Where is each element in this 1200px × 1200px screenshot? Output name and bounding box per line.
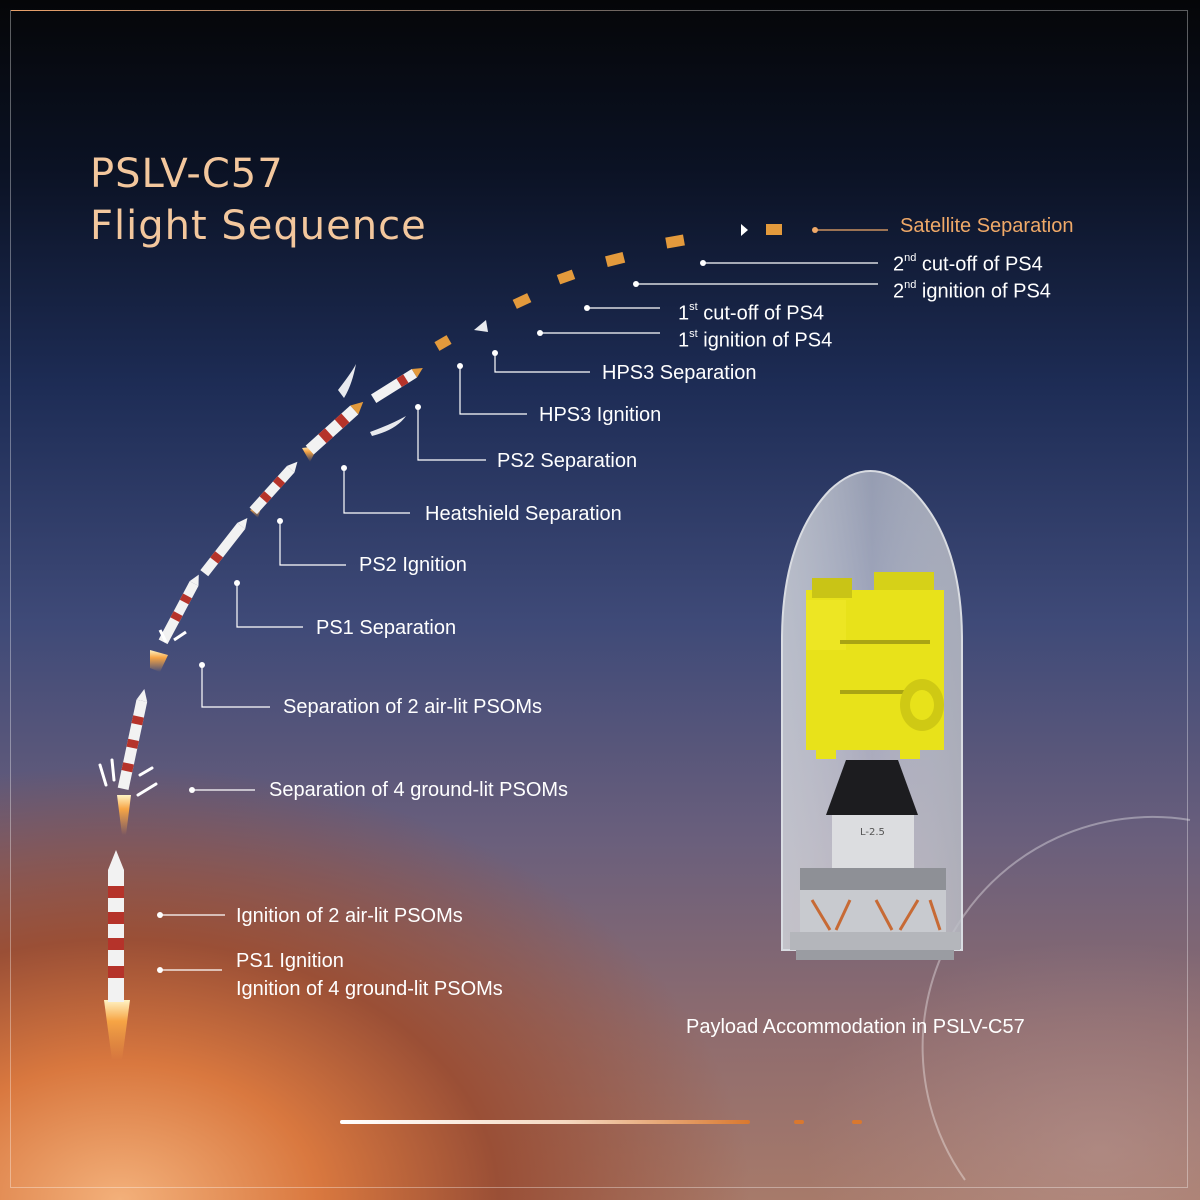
rocket-ascent-4 [249,461,298,518]
rocket-ascent-1 [98,689,158,835]
label-ps1-ignition: PS1 Ignition [236,950,344,972]
payload-caption: Payload Accommodation in PSLV-C57 [686,1016,1025,1038]
satellite-body [806,572,944,759]
label-second-cutoff-ps4: 2nd cut-off of PS4 [893,252,1043,276]
rocket-ascent-3 [200,518,248,577]
label-ps1-separation: PS1 Separation [316,617,457,639]
payload-adapter-cylinder [832,815,914,875]
label-satellite-separation: Satellite Separation [900,215,1074,237]
label-first-cutoff-ps4: 1st cut-off of PS4 [678,301,825,325]
label-separation-2-air-lit: Separation of 2 air-lit PSOMs [283,696,542,718]
rocket-liftoff [104,850,130,1060]
upper-stage-marks [434,224,782,351]
leader-lines [160,229,888,971]
rocket-ascent-2 [150,574,199,672]
label-ps2-ignition: PS2 Ignition [359,554,467,576]
label-ps2-separation: PS2 Separation [497,450,638,472]
image-frame [10,10,1188,1188]
adapter-marking: L-2.5 [860,827,885,838]
label-ignition-4-ground-lit: Ignition of 4 ground-lit PSOMs [236,978,503,1000]
label-hps3-ignition: HPS3 Ignition [539,404,662,426]
payload-fairing-illustration: L-2.5 [781,470,963,960]
decorative-bar-dot-1 [794,1120,804,1124]
rocket-ascent-5 [302,364,406,462]
label-hps3-separation: HPS3 Separation [602,362,757,384]
decorative-bar [340,1120,750,1124]
payload-adapter [826,760,918,815]
page-title: PSLV-C57 Flight Sequence [90,148,427,252]
label-second-ignition-ps4: 2nd ignition of PS4 [893,279,1051,303]
title-line-2: Flight Sequence [90,203,427,249]
rocket-ascent-6 [370,367,423,403]
label-separation-4-ground-lit: Separation of 4 ground-lit PSOMs [269,779,569,801]
leader-dots [157,227,818,973]
decorative-bar-dot-2 [852,1120,862,1124]
label-ignition-2-air-lit: Ignition of 2 air-lit PSOMs [236,905,463,927]
label-heatshield-separation: Heatshield Separation [425,503,622,525]
label-first-ignition-ps4: 1st ignition of PS4 [678,328,833,352]
title-line-1: PSLV-C57 [90,151,284,197]
